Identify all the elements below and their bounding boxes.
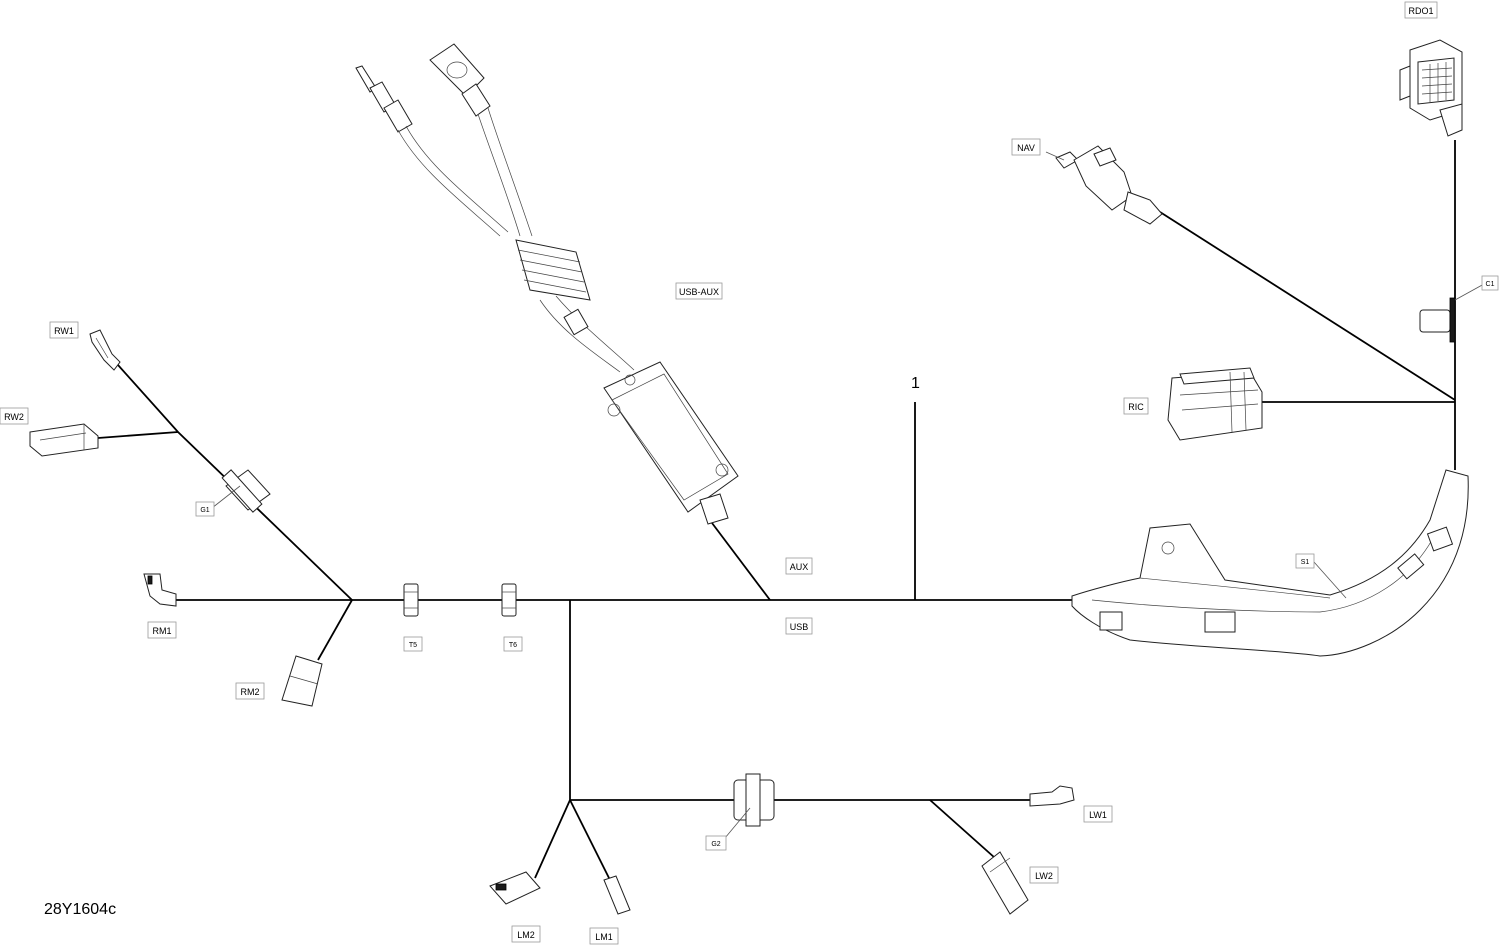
- label-lm2: LM2: [511, 925, 541, 943]
- t5-tie-icon: [403, 583, 419, 617]
- g1-grommet-icon: [221, 469, 271, 513]
- label-t5: T5: [403, 636, 423, 652]
- label-lw1: LW1: [1083, 805, 1113, 823]
- svg-text:RDO1: RDO1: [1408, 6, 1433, 16]
- svg-text:T6: T6: [509, 642, 517, 649]
- svg-text:RW1: RW1: [54, 326, 74, 336]
- svg-text:G2: G2: [711, 841, 720, 848]
- svg-text:AUX: AUX: [790, 562, 809, 572]
- rw2-connector-icon: [29, 423, 99, 457]
- usb-aux-module-icon: [355, 43, 739, 525]
- svg-text:RM1: RM1: [152, 626, 171, 636]
- lw1-terminal-icon: [1029, 785, 1075, 807]
- rm1-terminal-icon: [143, 573, 177, 607]
- svg-text:S1: S1: [1301, 559, 1310, 566]
- svg-text:T5: T5: [409, 642, 417, 649]
- leader-lines: [211, 151, 1485, 839]
- svg-text:RW2: RW2: [4, 412, 24, 422]
- c1-clip-icon: [1419, 297, 1456, 343]
- label-rdo1: RDO1: [1404, 1, 1438, 19]
- harness-wires: [97, 140, 1456, 881]
- rdo1-connector-icon: [1399, 39, 1463, 137]
- lm1-terminal-icon: [603, 875, 631, 915]
- label-g1: G1: [195, 501, 215, 517]
- svg-text:LM2: LM2: [517, 930, 535, 940]
- label-ric: RIC: [1123, 397, 1149, 415]
- svg-text:RIC: RIC: [1128, 402, 1144, 412]
- label-nav: NAV: [1011, 138, 1041, 156]
- svg-text:USB-AUX: USB-AUX: [679, 287, 719, 297]
- g2-grommet-icon: [733, 773, 775, 827]
- ric-connector-icon: [1167, 367, 1263, 441]
- svg-text:LW1: LW1: [1089, 810, 1107, 820]
- svg-text:C1: C1: [1486, 281, 1495, 288]
- t6-tie-icon: [501, 583, 517, 617]
- svg-text:USB: USB: [790, 622, 809, 632]
- label-lw2: LW2: [1029, 866, 1059, 884]
- svg-text:LM1: LM1: [595, 932, 613, 942]
- label-g2: G2: [705, 835, 727, 851]
- lm2-connector-icon: [489, 871, 541, 905]
- rm2-connector-icon: [281, 655, 323, 707]
- label-usb: USB: [785, 617, 813, 635]
- callout-number: 1: [911, 375, 920, 392]
- nav-connector-icon: [1055, 145, 1163, 225]
- label-usb-aux: USB-AUX: [675, 282, 723, 300]
- drawing-code: 28Y1604c: [44, 901, 116, 918]
- svg-text:RM2: RM2: [240, 687, 259, 697]
- label-rw1: RW1: [49, 321, 79, 339]
- svg-text:G1: G1: [200, 507, 209, 514]
- svg-text:NAV: NAV: [1017, 143, 1035, 153]
- label-s1: S1: [1295, 553, 1315, 569]
- label-c1: C1: [1481, 275, 1499, 291]
- s1-bracket-icon: [1071, 469, 1469, 657]
- label-aux: AUX: [785, 557, 813, 575]
- label-rm1: RM1: [147, 621, 177, 639]
- label-rm2: RM2: [235, 682, 265, 700]
- label-lm1: LM1: [589, 927, 619, 945]
- lw2-connector-icon: [981, 851, 1029, 915]
- svg-text:LW2: LW2: [1035, 871, 1053, 881]
- label-rw2: RW2: [0, 407, 29, 425]
- rw1-terminal-icon: [89, 329, 121, 371]
- label-t6: T6: [503, 636, 523, 652]
